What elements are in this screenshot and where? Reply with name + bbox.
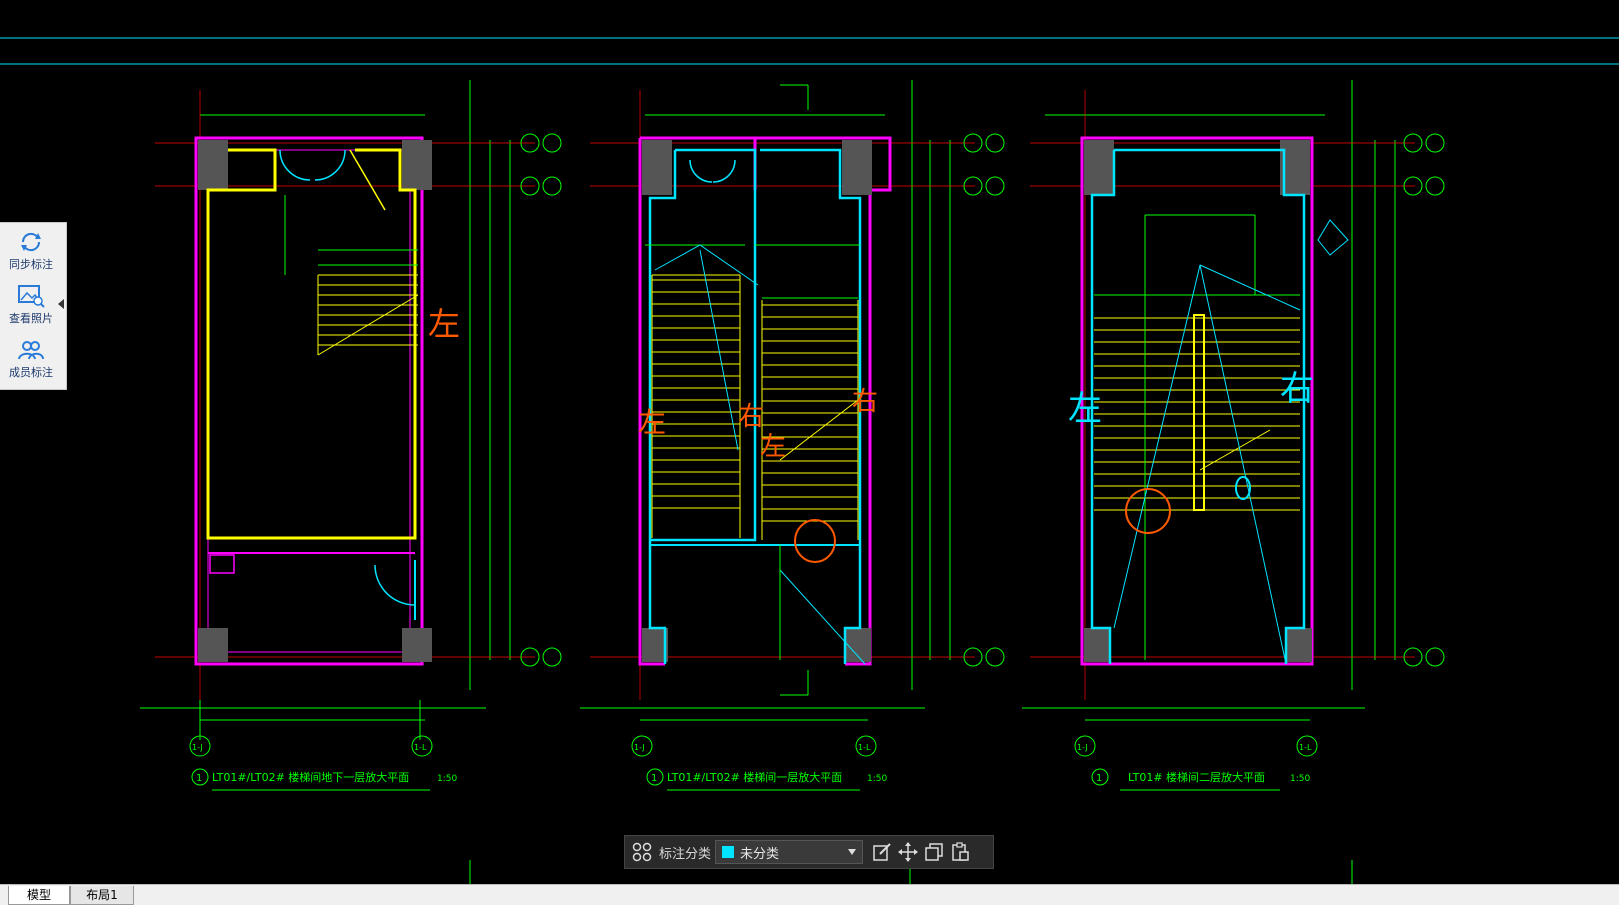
category-select[interactable]: 未分类 (715, 840, 864, 864)
annotation-left-3[interactable]: 左 (1068, 389, 1102, 429)
photo-search-icon (18, 285, 45, 308)
member-annotation-label: 成员标注 (9, 366, 53, 379)
grid-left-1: 1-J (192, 743, 203, 752)
drawing-first-floor-plan[interactable]: 左 右 左 右 1-J 1-L 1 LT01#/LT02# 楼梯间一层放大平面 … (580, 80, 1005, 791)
paste-icon (952, 842, 969, 861)
drawing-basement-plan[interactable]: 左 1-J 1-L 1 LT01#/LT02# 楼梯间地下一层放大平面 1:50 (140, 80, 562, 791)
collapse-sidebar-icon[interactable] (58, 299, 64, 309)
drawing-second-floor-plan[interactable]: 左 右 1-J 1-L 1 LT01# 楼梯间二层放大平面 1:50 (1022, 80, 1445, 791)
view-photo-label: 查看照片 (9, 312, 53, 325)
annotation-circle-2[interactable] (794, 519, 836, 563)
drawing-title-3: LT01# 楼梯间二层放大平面 (1128, 770, 1265, 784)
drawing-title-1: LT01#/LT02# 楼梯间地下一层放大平面 (212, 770, 409, 784)
annotation-sidebar: 同步标注 查看照片 成员标注 (0, 222, 67, 390)
move-icon (898, 842, 919, 862)
edit-icon (873, 843, 891, 861)
layout-tabs: 模型 布局1 (0, 884, 1619, 905)
members-icon (18, 341, 44, 360)
category-label: 标注分类 (659, 846, 712, 862)
grid-left-2: 1-J (634, 743, 645, 752)
copy-icon (925, 843, 943, 861)
edit-button[interactable] (869, 839, 895, 865)
title-number-1: 1 (196, 773, 202, 784)
grid-right-1: 1-L (414, 743, 427, 752)
copy-button[interactable] (921, 839, 947, 865)
paste-button[interactable] (947, 839, 973, 865)
view-photo-button[interactable]: 查看照片 (0, 277, 62, 331)
move-button[interactable] (895, 839, 921, 865)
sync-annotation-button[interactable]: 同步标注 (0, 223, 62, 277)
annotation-toolbar: 标注分类 未分类 (624, 835, 994, 869)
category-value: 未分类 (740, 846, 780, 862)
annotation-right-3[interactable]: 右 (1280, 369, 1314, 409)
drawing-scale-2: 1:50 (867, 774, 887, 784)
sync-icon (21, 232, 41, 252)
annotation-right-2b[interactable]: 右 (852, 387, 878, 417)
drawing-scale-3: 1:50 (1290, 774, 1310, 784)
annotation-left-1[interactable]: 左 (428, 305, 460, 343)
title-number-2: 1 (651, 773, 657, 784)
annotation-left-2a[interactable]: 左 (638, 406, 666, 439)
title-number-3: 1 (1096, 773, 1102, 784)
annotation-left-2b[interactable]: 左 (760, 432, 786, 462)
sync-annotation-label: 同步标注 (9, 258, 53, 271)
grid-right-2: 1-L (858, 743, 871, 752)
drawing-scale-1: 1:50 (437, 774, 457, 784)
grid-right-3: 1-L (1299, 743, 1312, 752)
annotation-circle-3[interactable] (1125, 488, 1171, 534)
tab-model[interactable]: 模型 (8, 886, 70, 905)
category-color-swatch (722, 846, 735, 858)
grid-icon (632, 842, 652, 862)
member-annotation-button[interactable]: 成员标注 (0, 331, 62, 385)
category-grid-button[interactable] (629, 839, 655, 865)
grid-left-3: 1-J (1077, 743, 1088, 752)
chevron-down-icon (848, 849, 857, 855)
drawing-title-2: LT01#/LT02# 楼梯间一层放大平面 (667, 770, 842, 784)
tab-layout1[interactable]: 布局1 (70, 886, 134, 905)
annotation-right-2a[interactable]: 右 (738, 402, 764, 432)
annotation-mark-3[interactable] (1235, 476, 1251, 500)
